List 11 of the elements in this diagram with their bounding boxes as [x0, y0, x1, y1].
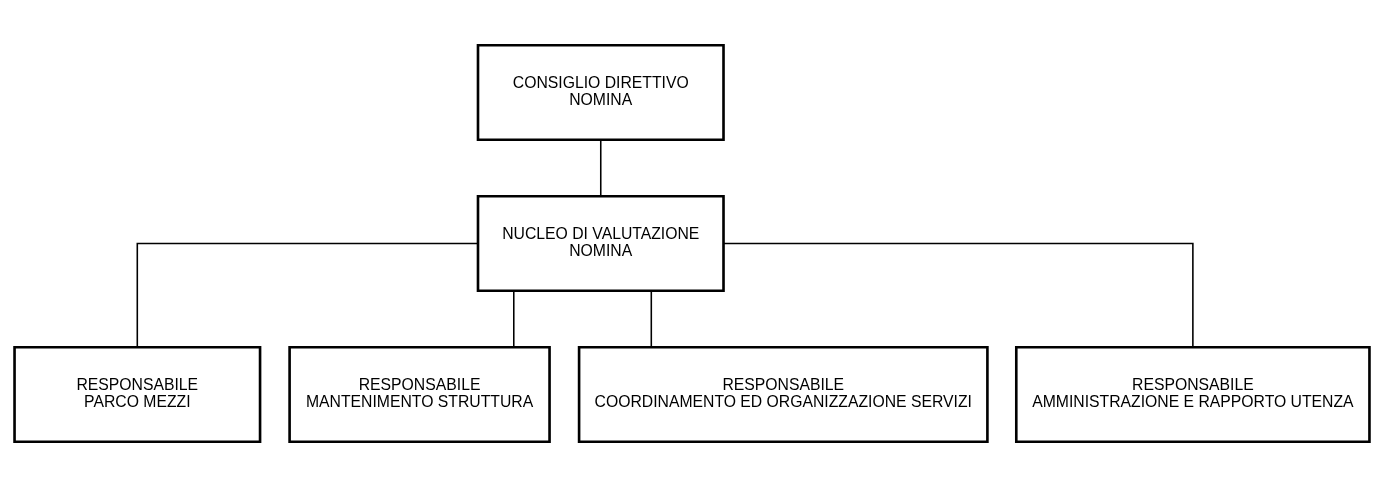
node-box: RESPONSABILE PARCO MEZZI	[13, 345, 262, 444]
node-box: RESPONSABILE COORDINAMENTO ED ORGANIZZAZIONE SERVIZI	[577, 345, 989, 444]
node-box: RESPONSABILE MANTENIMENTO STRUTTURA	[288, 345, 551, 444]
connector	[136, 242, 479, 348]
connector	[650, 290, 653, 348]
node-box: CONSIGLIO DIRETTIVO NOMINA	[476, 43, 725, 142]
node-box: NUCLEO DI VALUTAZIONE NOMINA	[476, 194, 725, 293]
connector	[723, 242, 1194, 348]
node-box: RESPONSABILE AMMINISTRAZIONE E RAPPORTO UTENZA	[1014, 345, 1371, 444]
connector	[513, 290, 515, 348]
connector	[599, 139, 602, 197]
